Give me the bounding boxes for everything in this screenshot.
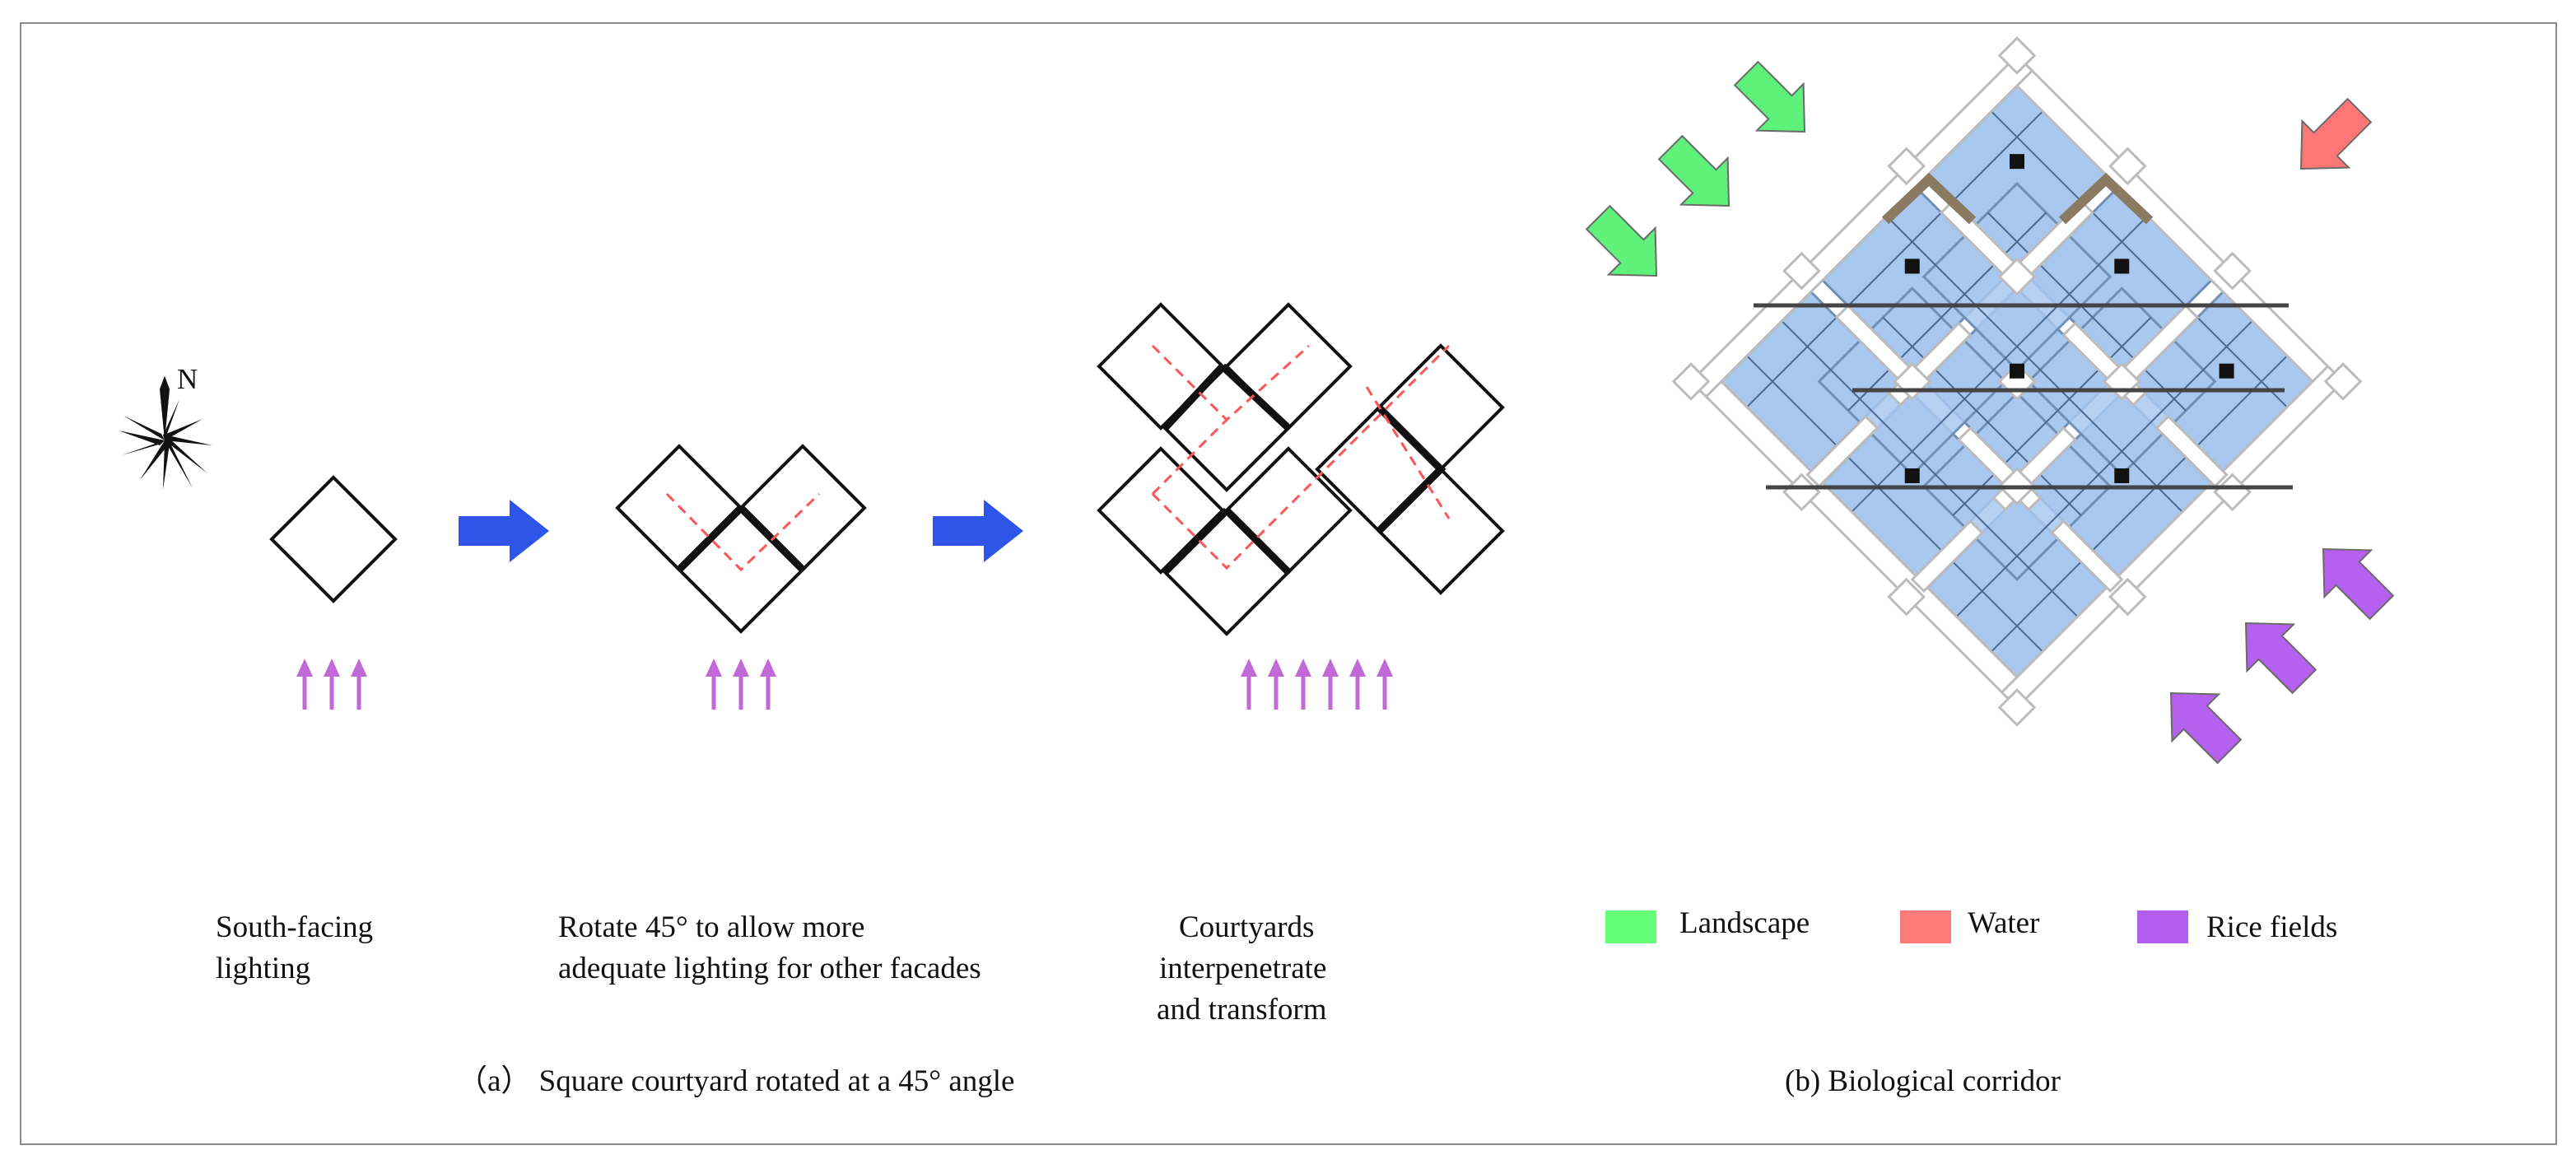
legend-label-landscape: Landscape (1679, 906, 1810, 940)
arrow-up-icon (733, 659, 749, 710)
arrow-up-icon (1349, 659, 1366, 710)
step1-courtyard (269, 475, 398, 603)
arrow-up-icon (1268, 659, 1284, 710)
corridor-lines (1754, 303, 2293, 490)
compass-label: N (177, 363, 198, 395)
step3-paths (1151, 344, 1451, 570)
biological-corridor-plan (1671, 36, 2363, 727)
legend-label-rice-fields: Rice fields (2206, 910, 2337, 944)
arrow-up-icon (324, 659, 340, 710)
step2-courtyards (615, 444, 867, 634)
diagonal-arrow-icon (1722, 49, 1829, 156)
legend-swatch-landscape (1605, 910, 1656, 943)
arrow-up-icon (351, 659, 367, 710)
step1-light-arrows (296, 659, 367, 710)
arrow-up-icon (1322, 659, 1339, 710)
diagonal-arrow-icon (1574, 193, 1681, 300)
diagonal-arrow-icon (2276, 86, 2383, 193)
legend-swatch-water (1900, 910, 1951, 943)
diagonal-arrow-icon (2146, 668, 2253, 775)
arrow-up-icon (760, 659, 776, 710)
step3-light-arrows (1241, 659, 1393, 710)
compass-rose-icon (119, 376, 212, 490)
step2-caption: Rotate 45° to allow more adequate lighti… (558, 910, 981, 985)
arrow-up-icon (706, 659, 722, 710)
courtyard-inner-lines (1742, 107, 2292, 656)
walkway-frames (1689, 54, 2345, 710)
step3-caption: Courtyards interpenetrate and transform (1157, 910, 1335, 1027)
column-markers (1904, 154, 2234, 483)
legend-label-water: Water (1968, 906, 2039, 940)
water-arrows (2276, 86, 2383, 193)
panel-b-title: (b) Biological corridor (1785, 1064, 2061, 1098)
landscape-arrows (1574, 49, 1829, 300)
roof-elements (1881, 172, 2154, 225)
legend: Landscape Water Rice fields (1605, 906, 2337, 944)
arrow-up-icon (296, 659, 313, 710)
panel-a-title: （a） Square courtyard rotated at a 45° an… (457, 1064, 1014, 1098)
figure-border (20, 22, 2557, 1145)
step2-light-arrows (706, 659, 776, 710)
arrow-up-icon (1241, 659, 1257, 710)
legend-item-rice-fields: Rice fields (2137, 910, 2337, 944)
legend-item-water: Water (1900, 906, 2039, 943)
diagonal-arrow-icon (1647, 123, 1754, 230)
panel-a: N (119, 302, 1505, 1098)
step2-path (665, 492, 821, 572)
arrow-up-icon (1377, 659, 1393, 710)
step3-courtyards (1097, 302, 1505, 636)
panel-b: Landscape Water Rice fields (b) Biologic… (1574, 36, 2406, 1098)
diagonal-arrow-icon (2299, 524, 2406, 631)
legend-swatch-rice-fields (2137, 910, 2188, 943)
rice-field-arrows (2146, 524, 2406, 775)
legend-item-landscape: Landscape (1605, 906, 1810, 943)
arrow-right-icon (933, 500, 1023, 562)
step1-caption: South-facing lighting (216, 910, 380, 985)
arrow-right-icon (459, 500, 549, 562)
arrow-up-icon (1295, 659, 1311, 710)
diagonal-arrow-icon (2221, 598, 2328, 705)
